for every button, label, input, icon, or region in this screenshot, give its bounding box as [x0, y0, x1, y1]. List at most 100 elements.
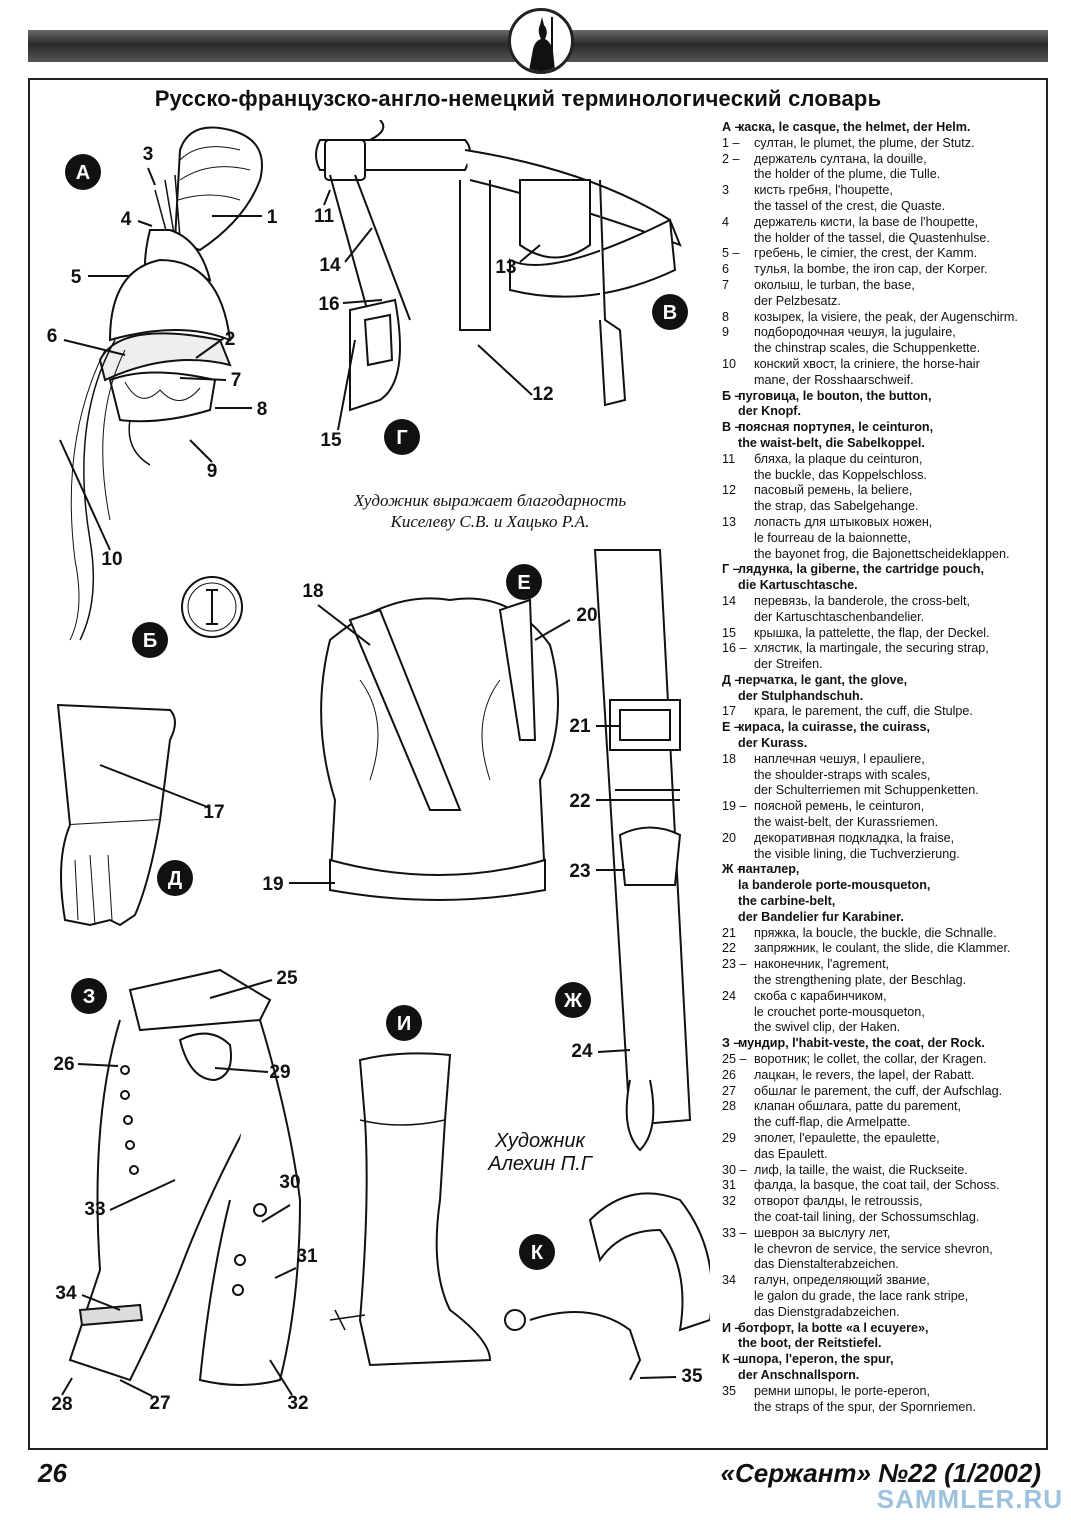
glossary-line: лопасть для штыковых ножен, — [754, 514, 933, 529]
glove-illustration — [56, 703, 176, 927]
glossary-entry: 17 крага, le parement, the cuff, die Stul… — [716, 704, 1046, 720]
glossary-number: 30 – — [722, 1162, 747, 1177]
glossary-line: поясной ремень, le ceinturon, — [754, 799, 925, 814]
glossary-entry: 33 –шеврон за выслугу лет,le chevron de … — [716, 1226, 1046, 1273]
glossary-entry: 30 –лиф, la taille, the waist, die Rucks… — [716, 1163, 1046, 1179]
letter-badges — [65, 154, 688, 1270]
svg-text:13: 13 — [495, 257, 516, 278]
callout-arrows — [59, 167, 677, 1397]
svg-text:9: 9 — [207, 461, 218, 482]
glossary-line: эполет, l'epaulette, the epaulette, — [754, 1131, 940, 1145]
glossary-list: А –каска, le casque, the helmet, der Hel… — [716, 120, 1046, 1415]
glossary-line: шеврон за выслугу лет, — [754, 1225, 891, 1240]
glossary-line: лядунка, la giberne, the cartridge pouch… — [738, 562, 984, 577]
glossary-number: 5 – — [722, 246, 740, 261]
glossary-number: 7 — [722, 277, 730, 292]
glossary-number: 11 — [722, 451, 736, 466]
glossary-number: 10 — [722, 356, 737, 371]
glossary-line: the strengthening plate, der Beschlag. — [754, 973, 967, 988]
letter-e: Е — [517, 572, 530, 594]
glossary-number: 16 – — [722, 641, 747, 656]
glossary-line: козырек, la visiere, the peak, der Augen… — [754, 309, 1018, 324]
glossary-number: 12 — [722, 483, 737, 498]
glossary-line: the holder of the plume, die Tulle. — [754, 167, 941, 182]
magazine-issue: «Сержант» №22 (1/2002) — [720, 1458, 1041, 1488]
glossary-number: 20 — [722, 830, 737, 845]
svg-text:19: 19 — [262, 874, 283, 895]
svg-text:24: 24 — [571, 1041, 593, 1062]
glossary-number: 15 — [722, 625, 737, 640]
glossary-number: 32 — [722, 1194, 737, 1209]
glossary-line: крага, le parement, the cuff, die Stulpe… — [754, 704, 973, 719]
glossary-entry: 12 пасовый ремень, la beliere,the strap, … — [716, 483, 1046, 515]
glossary-number: Г – — [722, 562, 740, 577]
glossary-heading: К –шпора, l'eperon, the spur,der Anschna… — [716, 1352, 1046, 1384]
letter-zh: Ж — [563, 990, 583, 1012]
glossary-line: the bayonet frog, die Bajonettscheidekla… — [754, 546, 1010, 561]
glossary-entry: 23 –наконечник, l'agrement,the strengthe… — [716, 957, 1046, 989]
glossary-number: 17 — [722, 704, 737, 719]
glossary-number: И – — [722, 1320, 742, 1335]
glossary-number: 23 – — [722, 957, 747, 972]
glossary-line: наплечная чешуя, l epauliere, — [754, 751, 925, 766]
glossary-line: пасовый ремень, la beliere, — [754, 483, 913, 498]
glossary-entry: 1 –султан, le plumet, the plume, der Stu… — [716, 136, 1046, 152]
glossary-line: околыш, le turban, the base, — [754, 277, 915, 292]
page-number: 26 — [38, 1458, 67, 1488]
svg-text:3: 3 — [143, 144, 154, 165]
glossary-entry: 5 –гребень, le cimier, the crest, der Ka… — [716, 246, 1046, 262]
svg-text:12: 12 — [532, 384, 553, 405]
glossary-heading: З –мундир, l'habit-veste, the coat, der … — [716, 1036, 1046, 1052]
glossary-line: запряжник, le coulant, the slide, die Kl… — [754, 941, 1011, 956]
glossary-line: das Dienstgradabzeichen. — [754, 1304, 900, 1319]
letter-d: Д — [168, 868, 182, 890]
svg-text:30: 30 — [279, 1172, 300, 1193]
glossary-line: der Bandelier fur Karabiner. — [738, 909, 904, 924]
glossary-line: фалда, la basque, the coat tail, der Sch… — [754, 1178, 1000, 1193]
boot-illustration — [329, 1052, 492, 1367]
glossary-line: the strap, das Sabelgehange. — [754, 499, 919, 514]
page-frame — [28, 78, 1048, 1450]
letter-v: В — [663, 302, 677, 324]
svg-text:1: 1 — [267, 207, 278, 228]
glossary-line: der Knopf. — [738, 404, 801, 419]
svg-text:29: 29 — [269, 1062, 290, 1083]
letter-i: И — [397, 1013, 411, 1035]
credit-artist: Художник Алехин П.Г — [488, 1130, 592, 1175]
glossary-number: Ж – — [722, 862, 744, 877]
glossary-line: хлястик, la martingale, the securing str… — [754, 641, 989, 656]
glossary-line: die Kartuschtasche. — [738, 578, 858, 593]
svg-text:14: 14 — [319, 255, 341, 276]
glossary-line: подбородочная чешуя, la jugulaire, — [754, 325, 956, 340]
glossary-number: 1 – — [722, 135, 740, 150]
svg-text:20: 20 — [576, 605, 597, 626]
glossary-line: the boot, der Reitstiefel. — [738, 1336, 882, 1351]
cuirass-illustration — [320, 597, 559, 901]
carbine-belt-illustration — [593, 549, 692, 1152]
glossary-line: ремни шпоры, le porte-eperon, — [754, 1383, 931, 1398]
glossary-number: 8 — [722, 309, 730, 324]
glossary-line: das Epaulett. — [754, 1146, 828, 1161]
glossary-number: 9 — [722, 325, 730, 340]
glossary-heading: Е –кираса, la cuirasse, the cuirass,der … — [716, 720, 1046, 752]
svg-text:5: 5 — [71, 267, 82, 288]
letter-z: З — [83, 986, 96, 1008]
glossary-line: галун, определяющий звание, — [754, 1273, 930, 1288]
glossary-line: держатель султана, la douille, — [754, 151, 927, 166]
svg-text:33: 33 — [84, 1199, 105, 1220]
letter-k: К — [531, 1242, 544, 1264]
svg-text:8: 8 — [257, 399, 268, 420]
letter-g: Г — [396, 427, 407, 449]
svg-text:26: 26 — [53, 1054, 74, 1075]
helmet-illustration — [69, 126, 263, 641]
glossary-line: каска, le casque, the helmet, der Helm. — [738, 120, 971, 134]
